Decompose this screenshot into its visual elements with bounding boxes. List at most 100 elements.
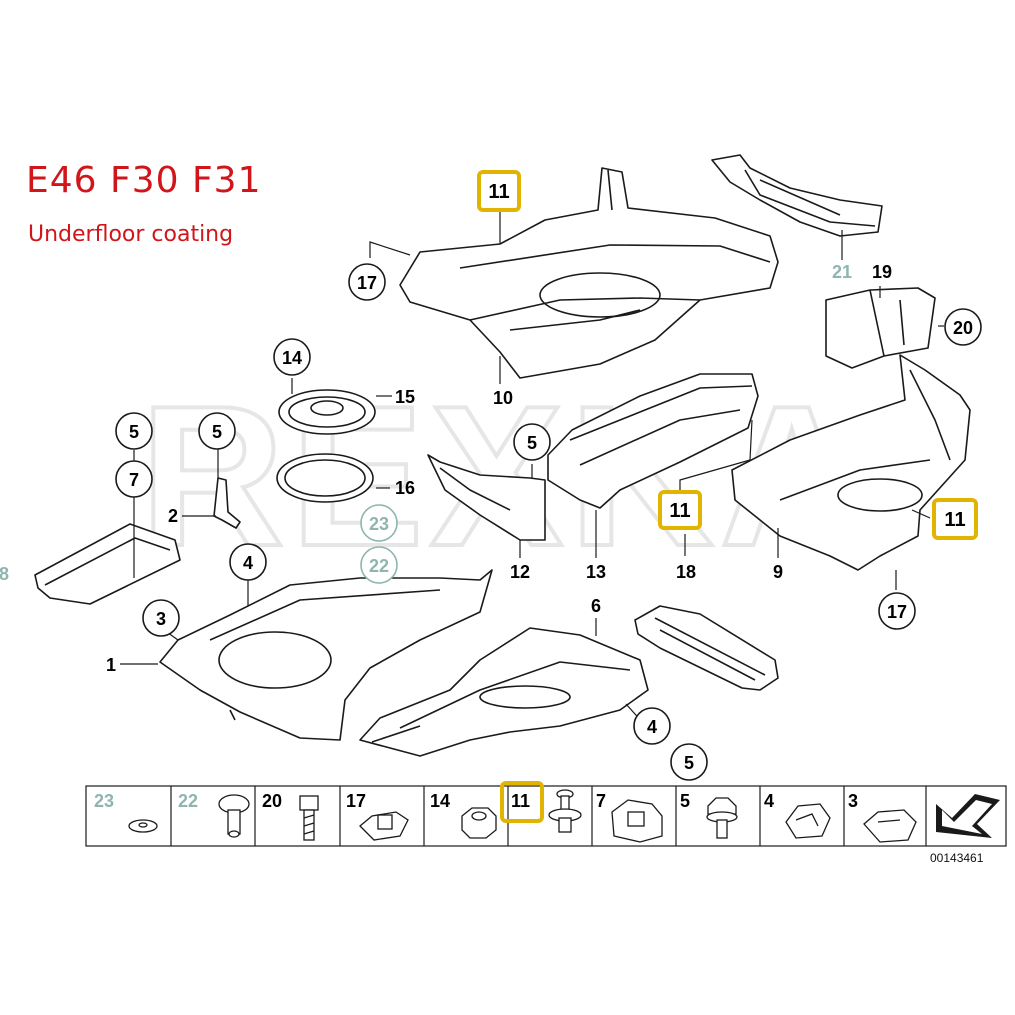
washer-icon — [128, 819, 158, 833]
callout-14: 14 — [273, 338, 311, 376]
callout-22: 22 — [360, 546, 398, 584]
push-rivet-icon — [218, 794, 250, 838]
callout-23: 23 — [360, 504, 398, 542]
svg-text:2: 2 — [168, 506, 178, 526]
callout-11-center: 11 — [658, 490, 702, 530]
callout-20: 20 — [944, 308, 982, 346]
callout-3: 3 — [142, 599, 180, 637]
tunnel-cover-21 — [711, 154, 883, 237]
svg-text:5: 5 — [212, 422, 222, 442]
center-cover-13 — [547, 373, 759, 509]
callout-4-right: 4 — [633, 707, 671, 745]
svg-text:18: 18 — [676, 562, 696, 582]
svg-text:16: 16 — [395, 478, 415, 498]
speed-nut-icon — [863, 809, 917, 843]
svg-text:17: 17 — [357, 273, 377, 293]
block-19 — [825, 287, 936, 369]
callout-10: 10 — [493, 388, 513, 408]
callout-17-top: 17 — [348, 263, 386, 301]
callout-7: 7 — [115, 460, 153, 498]
callout-1: 1 — [106, 655, 116, 675]
ring-16 — [276, 453, 374, 503]
callout-5-right: 5 — [670, 743, 708, 781]
page-subtitle: Underfloor coating — [28, 222, 234, 247]
underbody-panel-6 — [359, 627, 649, 757]
legend-num-20: 20 — [262, 791, 282, 811]
spring-clip-icon — [785, 803, 831, 839]
bracket-2 — [213, 477, 241, 529]
svg-text:4: 4 — [243, 553, 253, 573]
svg-text:10: 10 — [493, 388, 513, 408]
svg-text:9: 9 — [773, 562, 783, 582]
svg-text:7: 7 — [129, 470, 139, 490]
direction-arrow-icon — [928, 788, 1004, 844]
page-title: E46 F30 F31 — [26, 160, 262, 201]
bolt-icon — [299, 795, 319, 841]
svg-text:5: 5 — [684, 753, 694, 773]
legend-num-5: 5 — [680, 791, 690, 811]
legend-num-17: 17 — [346, 791, 366, 811]
callout-5-left: 5 — [115, 412, 153, 450]
svg-text:13: 13 — [586, 562, 606, 582]
svg-text:19: 19 — [872, 262, 892, 282]
callout-13: 13 — [586, 562, 606, 582]
side-panel-9 — [731, 354, 971, 571]
svg-text:11: 11 — [488, 181, 509, 203]
plate-18 — [634, 605, 779, 691]
side-shield-12 — [427, 454, 546, 541]
callout-16: 16 — [395, 478, 415, 498]
callout-5-shield: 5 — [513, 423, 551, 461]
svg-text:11: 11 — [669, 500, 690, 522]
svg-text:11: 11 — [944, 509, 965, 531]
expanding-rivet-icon — [548, 789, 582, 833]
flange-screw-icon — [706, 797, 738, 839]
callout-17-right: 17 — [878, 592, 916, 630]
legend-11-highlight — [500, 781, 544, 823]
callout-12: 12 — [510, 562, 530, 582]
leader-lines — [120, 212, 944, 725]
callout-18: 18 — [676, 562, 696, 582]
svg-text:23: 23 — [369, 514, 389, 534]
fastener-legend: 23 22 20 17 14 11 7 5 4 3 — [85, 781, 1007, 847]
svg-text:20: 20 — [953, 318, 973, 338]
svg-text:3: 3 — [156, 609, 166, 629]
document-number: 00143461 — [930, 851, 984, 865]
legend-num-23: 23 — [94, 791, 114, 811]
svg-text:6: 6 — [591, 596, 601, 616]
callout-11-right: 11 — [932, 498, 978, 540]
underbody-panel-10 — [399, 167, 779, 379]
underbody-panel-1 — [159, 569, 493, 741]
legend-num-14: 14 — [430, 791, 450, 811]
callout-9: 9 — [773, 562, 783, 582]
legend-num-7: 7 — [596, 791, 606, 811]
callout-19: 19 — [872, 262, 892, 282]
svg-text:5: 5 — [129, 422, 139, 442]
hex-nut-icon — [461, 807, 497, 839]
callout-5-bracket: 5 — [198, 412, 236, 450]
svg-text:4: 4 — [647, 717, 657, 737]
svg-text:14: 14 — [282, 348, 302, 368]
callout-6: 6 — [591, 596, 601, 616]
svg-text:22: 22 — [369, 556, 389, 576]
svg-text:17: 17 — [887, 602, 907, 622]
svg-text:5: 5 — [527, 433, 537, 453]
legend-num-11: 11 — [511, 791, 530, 811]
svg-text:8: 8 — [0, 564, 9, 584]
callout-2: 2 — [168, 506, 178, 526]
callout-11-top: 11 — [477, 170, 521, 212]
callout-21: 21 — [832, 262, 852, 282]
legend-num-3: 3 — [848, 791, 858, 811]
svg-text:15: 15 — [395, 387, 415, 407]
plastic-nut-icon — [611, 799, 663, 843]
callout-4-left: 4 — [229, 543, 267, 581]
legend-num-4: 4 — [764, 791, 774, 811]
callout-15: 15 — [395, 387, 415, 407]
legend-num-22: 22 — [178, 791, 198, 811]
callout-8: 8 — [0, 564, 9, 584]
clip-nut-icon — [359, 811, 409, 841]
cover-15 — [278, 389, 376, 435]
rail-8 — [34, 523, 181, 605]
svg-text:21: 21 — [832, 262, 852, 282]
svg-text:12: 12 — [510, 562, 530, 582]
